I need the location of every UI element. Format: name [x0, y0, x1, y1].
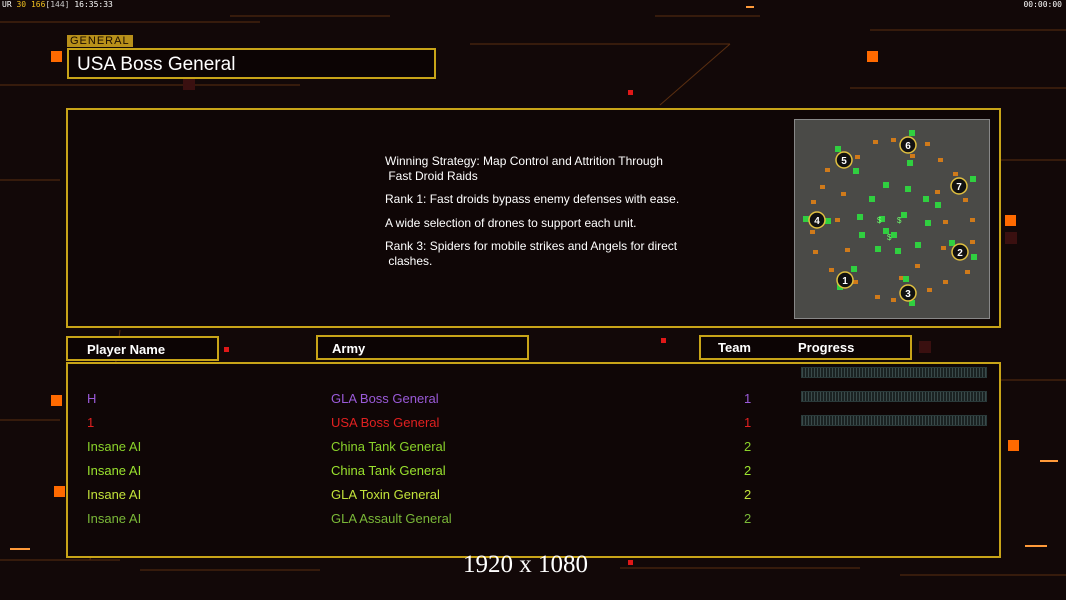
strategy-line: Rank 1: Fast droids bypass enemy defense…: [385, 192, 680, 206]
header-progress-label: Progress: [798, 340, 855, 355]
strategy-description: Winning Strategy: Map Control and Attrit…: [385, 154, 705, 277]
minimap-supply: [803, 130, 977, 306]
player-name: Insane AI: [87, 439, 142, 454]
debug-stats: UR 30 166[144] 16:35:33: [2, 0, 113, 9]
start-markers: [808, 136, 969, 302]
player-name: Insane AI: [87, 463, 142, 478]
hud-fps: 30: [16, 0, 27, 9]
player-army: GLA Assault General: [331, 511, 452, 526]
supply-symbol: $: [897, 216, 902, 225]
player-row[interactable]: H GLA Boss General 1: [68, 388, 1003, 412]
general-title-box: USA Boss General: [67, 48, 436, 79]
start-position-label: 1: [842, 276, 848, 287]
hud-frame: 166: [30, 0, 46, 9]
hud-prefix: UR: [2, 0, 12, 9]
player-team: 2: [744, 463, 752, 478]
start-position-label: 3: [905, 289, 911, 300]
start-position-label: 4: [814, 216, 820, 227]
player-army: China Tank General: [331, 439, 446, 454]
player-row[interactable]: Insane AI GLA Assault General 2: [68, 508, 1003, 532]
player-row[interactable]: Insane AI China Tank General 2: [68, 436, 1003, 460]
player-army: GLA Boss General: [331, 391, 439, 406]
progress-bar-empty: [801, 367, 987, 378]
resolution-label: 1920 x 1080: [463, 551, 588, 578]
player-team: 1: [744, 391, 752, 406]
player-name: Insane AI: [87, 487, 142, 502]
header-army-label: Army: [332, 341, 366, 356]
hud-clock: 16:35:33: [74, 0, 113, 9]
start-position-label: 6: [905, 141, 911, 152]
player-army: China Tank General: [331, 463, 446, 478]
player-row[interactable]: Insane AI GLA Toxin General 2: [68, 484, 1003, 508]
player-name: 1: [87, 415, 95, 430]
player-row[interactable]: 1 USA Boss General 1: [68, 412, 1003, 436]
general-name: USA Boss General: [77, 54, 236, 75]
strategy-line: A wide selection of drones to support ea…: [385, 215, 637, 230]
player-name: H: [87, 391, 97, 406]
player-name: Insane AI: [87, 511, 142, 526]
start-position-label: 7: [956, 182, 962, 193]
strategy-line: Rank 3: Spiders for mobile strikes and A…: [385, 239, 678, 268]
player-team: 1: [744, 415, 752, 430]
header-army[interactable]: Army: [316, 335, 529, 360]
player-team: 2: [744, 511, 752, 526]
player-army: GLA Toxin General: [331, 487, 440, 502]
player-progress-bar: [801, 415, 987, 426]
player-row[interactable]: Insane AI China Tank General 2: [68, 460, 1003, 484]
strategy-line: Winning Strategy: Map Control and Attrit…: [385, 154, 663, 183]
minimap-canvas: $ $ $ 1 2 3 4 5 6 7: [803, 130, 977, 306]
game-timer: 00:00:00: [1023, 0, 1062, 9]
header-player-name-label: Player Name: [87, 342, 166, 357]
header-team-progress[interactable]: Team Progress: [699, 335, 912, 360]
player-team: 2: [744, 439, 752, 454]
supply-symbol: $: [887, 233, 892, 242]
header-team-label: Team: [718, 340, 751, 355]
supply-symbol: $: [877, 216, 882, 225]
general-tag: GENERAL: [67, 35, 133, 47]
player-army: USA Boss General: [331, 415, 440, 430]
start-position-label: 2: [957, 248, 963, 259]
start-position-label: 5: [841, 156, 847, 167]
header-player-name[interactable]: Player Name: [66, 336, 219, 361]
minimap-supply-labels: $ $ $: [877, 216, 902, 242]
minimap: $ $ $ 1 2 3 4 5 6 7: [794, 119, 990, 319]
start-marker-labels: 1 2 3 4 5 6 7: [814, 141, 963, 300]
player-list: H GLA Boss General 1 1 USA Boss General …: [66, 362, 1001, 558]
player-team: 2: [744, 487, 752, 502]
player-progress-bar: [801, 391, 987, 402]
hud-bracket: [144]: [45, 0, 70, 9]
minimap-structures: [810, 138, 975, 302]
